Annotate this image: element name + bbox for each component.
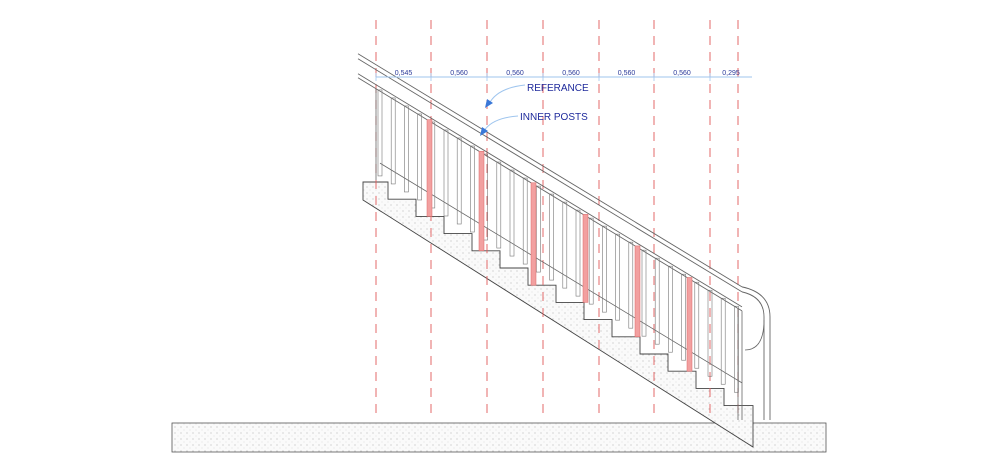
baluster [694, 281, 700, 369]
baluster [668, 265, 673, 353]
dimension-value: 0,560 [450, 70, 468, 77]
baluster [681, 273, 686, 361]
baluster [562, 201, 568, 289]
handrail-end-inner [741, 291, 765, 420]
inner-post [530, 182, 537, 286]
dimension-line: 0,545 0,560 0,560 0,560 0,560 0,560 0,295 [375, 70, 752, 81]
handrail [357, 53, 771, 420]
inner-post [478, 150, 485, 252]
baluster [404, 105, 409, 193]
baluster [602, 225, 607, 313]
handrail-return [744, 319, 765, 351]
arrow-icon [480, 127, 488, 136]
baluster [575, 209, 581, 297]
baluster [615, 233, 620, 321]
baluster [654, 257, 660, 345]
handrail-end [741, 286, 771, 420]
ground-slab [171, 422, 827, 453]
inner-post [582, 214, 589, 303]
baluster [390, 97, 396, 185]
annotation-reference: REFERANCE [485, 83, 589, 108]
inner-post [686, 277, 693, 372]
baluster [720, 297, 726, 385]
baluster [496, 161, 502, 249]
top-rail-lower-edge [357, 58, 743, 293]
baluster [522, 177, 528, 265]
dimension-value: 0,560 [673, 70, 691, 77]
inner-post [426, 119, 433, 217]
annotation-inner-posts: INNER POSTS [480, 112, 588, 136]
baluster [628, 241, 634, 329]
dimension-value: 0,545 [395, 70, 413, 77]
reference-label: REFERANCE [527, 83, 589, 94]
inner-post [634, 245, 641, 338]
baluster [377, 89, 383, 177]
baluster [734, 305, 739, 393]
arrow-icon [485, 99, 493, 108]
baluster [641, 249, 647, 337]
dimension-value: 0,295 [722, 70, 740, 77]
mid-rail [357, 73, 743, 308]
baluster [549, 193, 554, 281]
baluster [588, 217, 594, 305]
baluster [707, 289, 713, 377]
dimension-value: 0,560 [618, 70, 636, 77]
baluster [470, 145, 475, 233]
reference-grid-lines [375, 20, 739, 415]
inner-posts-label: INNER POSTS [520, 112, 588, 123]
baluster [536, 185, 541, 273]
baluster [456, 137, 462, 225]
baluster [509, 169, 515, 257]
inner-posts [426, 119, 693, 372]
baluster [443, 129, 449, 217]
dimension-value: 0,560 [506, 70, 524, 77]
top-rail [357, 53, 743, 288]
dimension-value: 0,560 [562, 70, 580, 77]
baluster [417, 113, 422, 201]
